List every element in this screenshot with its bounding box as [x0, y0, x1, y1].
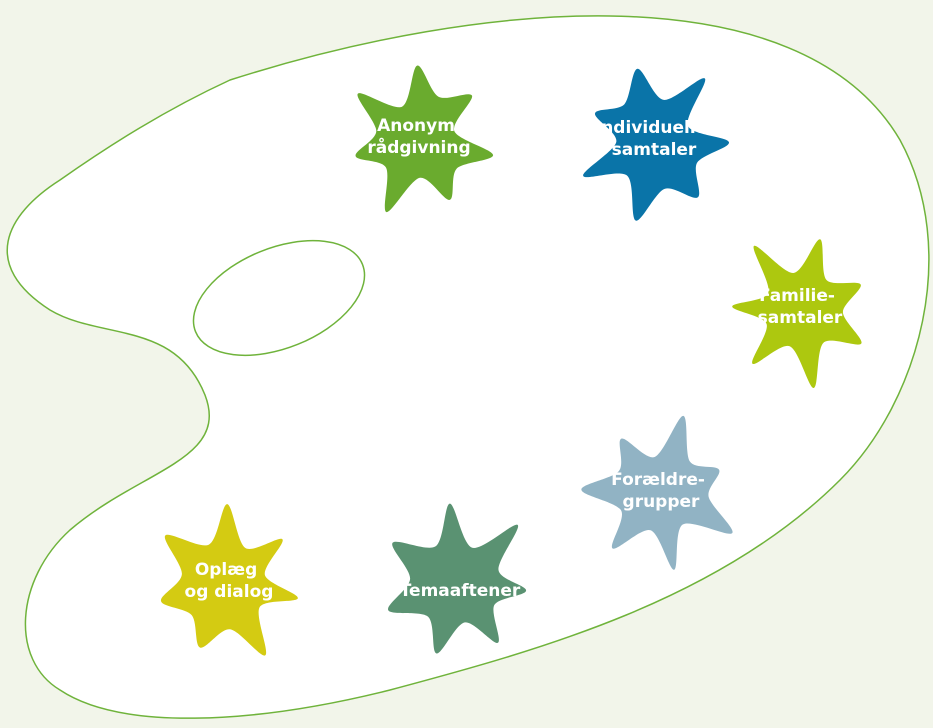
- blob-familie-shape: [732, 239, 862, 389]
- blob-oplaeg-shape: [160, 504, 298, 656]
- palette-thumb-hole: [192, 239, 366, 357]
- blob-anonym-shape: [355, 65, 494, 213]
- blob-anonym-line-1: Anonym: [377, 116, 455, 136]
- blob-anonym: Anonym rådgivning: [355, 65, 494, 213]
- blob-temaaftener: Temaaftener: [388, 503, 527, 654]
- blob-temaaftener-line-1: Temaaftener: [400, 581, 521, 601]
- blob-individuelle-line-1: Individuelle: [595, 118, 707, 138]
- blob-individuelle-shape: [583, 68, 730, 221]
- blob-oplaeg: Oplæg og dialog: [160, 504, 298, 656]
- blob-familie: Familie- samtaler: [732, 239, 862, 389]
- blob-oplaeg-line-1: Oplæg: [195, 560, 257, 580]
- blob-foraeldre-label: Forældre- grupper: [611, 470, 711, 512]
- blob-anonym-line-2: rådgivning: [367, 136, 470, 158]
- blob-temaaftener-label: Temaaftener: [400, 581, 521, 601]
- blob-familie-line-1: Familie-: [759, 286, 835, 306]
- blob-oplaeg-label: Oplæg og dialog: [185, 560, 274, 602]
- blob-foraeldre-line-2: grupper: [623, 492, 701, 512]
- blob-foraeldre: Forældre- grupper: [581, 415, 733, 570]
- blob-foraeldre-shape: [581, 415, 733, 570]
- blob-individuelle-label: Individuelle samtaler: [595, 118, 713, 160]
- blob-temaaftener-shape: [388, 503, 527, 654]
- blob-familie-label: Familie- samtaler: [758, 286, 843, 328]
- blob-anonym-label: Anonym rådgivning: [367, 116, 470, 158]
- blob-foraeldre-line-1: Forældre-: [611, 470, 705, 490]
- blob-individuelle: Individuelle samtaler: [583, 68, 730, 221]
- blob-oplaeg-line-2: og dialog: [185, 582, 274, 602]
- blob-familie-line-2: samtaler: [758, 308, 843, 328]
- blob-individuelle-line-2: samtaler: [612, 140, 697, 160]
